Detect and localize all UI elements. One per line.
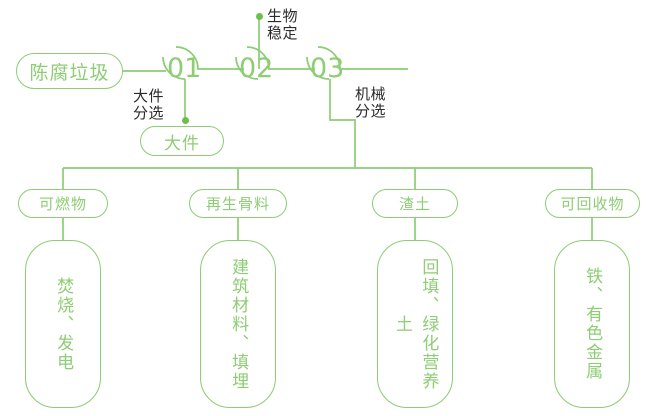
box-result-combustible-text: 焚烧、发电 [53, 276, 74, 372]
pill-source-waste[interactable]: 陈腐垃圾 [16, 53, 123, 89]
biostable-endpoint-dot [255, 13, 263, 20]
pill-bulky-output-label: 大件 [164, 133, 200, 154]
caption-step-02: 生物 稳定 [267, 7, 299, 43]
wire-step01-arc-bottom [162, 56, 186, 80]
pill-category-recyclable-label: 可回收物 [560, 195, 625, 213]
step-number-01: 01 [167, 53, 202, 84]
wire-step02-arc-top [246, 46, 315, 70]
wire-step03-to-bus [329, 79, 356, 168]
caption-step-01: 大件 分选 [133, 87, 165, 123]
pill-category-combustible-label: 可燃物 [38, 195, 87, 213]
pill-category-combustible[interactable]: 可燃物 [18, 189, 108, 218]
pill-category-aggregate-label: 再生骨料 [205, 195, 270, 213]
caption-step-03: 机械 分选 [355, 85, 387, 121]
box-result-slagsoil[interactable]: 回填、绿化营养土 [377, 240, 453, 408]
pill-category-slagsoil[interactable]: 渣土 [372, 189, 458, 218]
box-result-combustible[interactable]: 焚烧、发电 [25, 240, 101, 408]
step-number-02: 02 [239, 53, 274, 84]
pill-category-aggregate[interactable]: 再生骨料 [189, 189, 287, 218]
box-result-slagsoil-text: 回填、绿化营养土 [392, 257, 439, 391]
box-result-aggregate[interactable]: 建筑材料、填埋 [200, 240, 276, 408]
box-result-recyclable-text: 铁、有色金属 [582, 267, 603, 381]
pill-category-recyclable[interactable]: 可回收物 [545, 189, 640, 218]
step-number-03: 03 [310, 53, 345, 84]
wire-step03-arc-bottom [306, 56, 330, 80]
pill-source-waste-label: 陈腐垃圾 [29, 61, 110, 84]
wire-step02-arc-bottom [235, 56, 259, 80]
box-result-recyclable[interactable]: 铁、有色金属 [554, 240, 630, 408]
wire-step01-arc-top [175, 46, 244, 70]
bulky-endpoint-dot [181, 117, 189, 124]
box-result-aggregate-text: 建筑材料、填埋 [228, 257, 249, 391]
pill-category-slagsoil-label: 渣土 [398, 195, 431, 213]
wire-step03-arc-top [317, 46, 408, 70]
pill-bulky-output[interactable]: 大件 [140, 126, 224, 156]
